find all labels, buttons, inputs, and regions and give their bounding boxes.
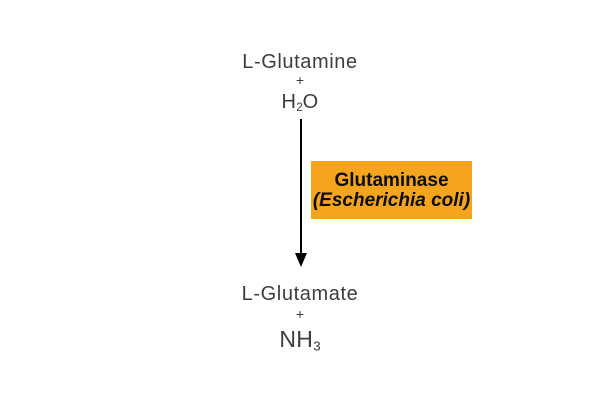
product-name: L-Glutamate [241,283,359,305]
enzyme-organism: (Escherichia coli) [312,190,471,211]
plus-sign-top: + [295,72,305,88]
water-subscript: 2 [296,101,303,115]
plus-sign-bottom: + [295,306,305,322]
ammonia-base: NH [279,326,314,352]
ammonia-formula: NH3 [0,327,600,359]
ammonia-subscript: 3 [313,338,321,354]
substrate-name: L-Glutamine [242,51,358,73]
enzyme-box: Glutaminase (Escherichia coli) [311,161,472,219]
enzyme-name: Glutaminase [334,170,449,191]
reaction-arrow-line [300,119,302,255]
water-base: H [281,91,297,113]
water-formula: H2O [0,91,600,119]
water-tail: O [302,91,319,113]
arrow-head-icon [295,253,307,267]
